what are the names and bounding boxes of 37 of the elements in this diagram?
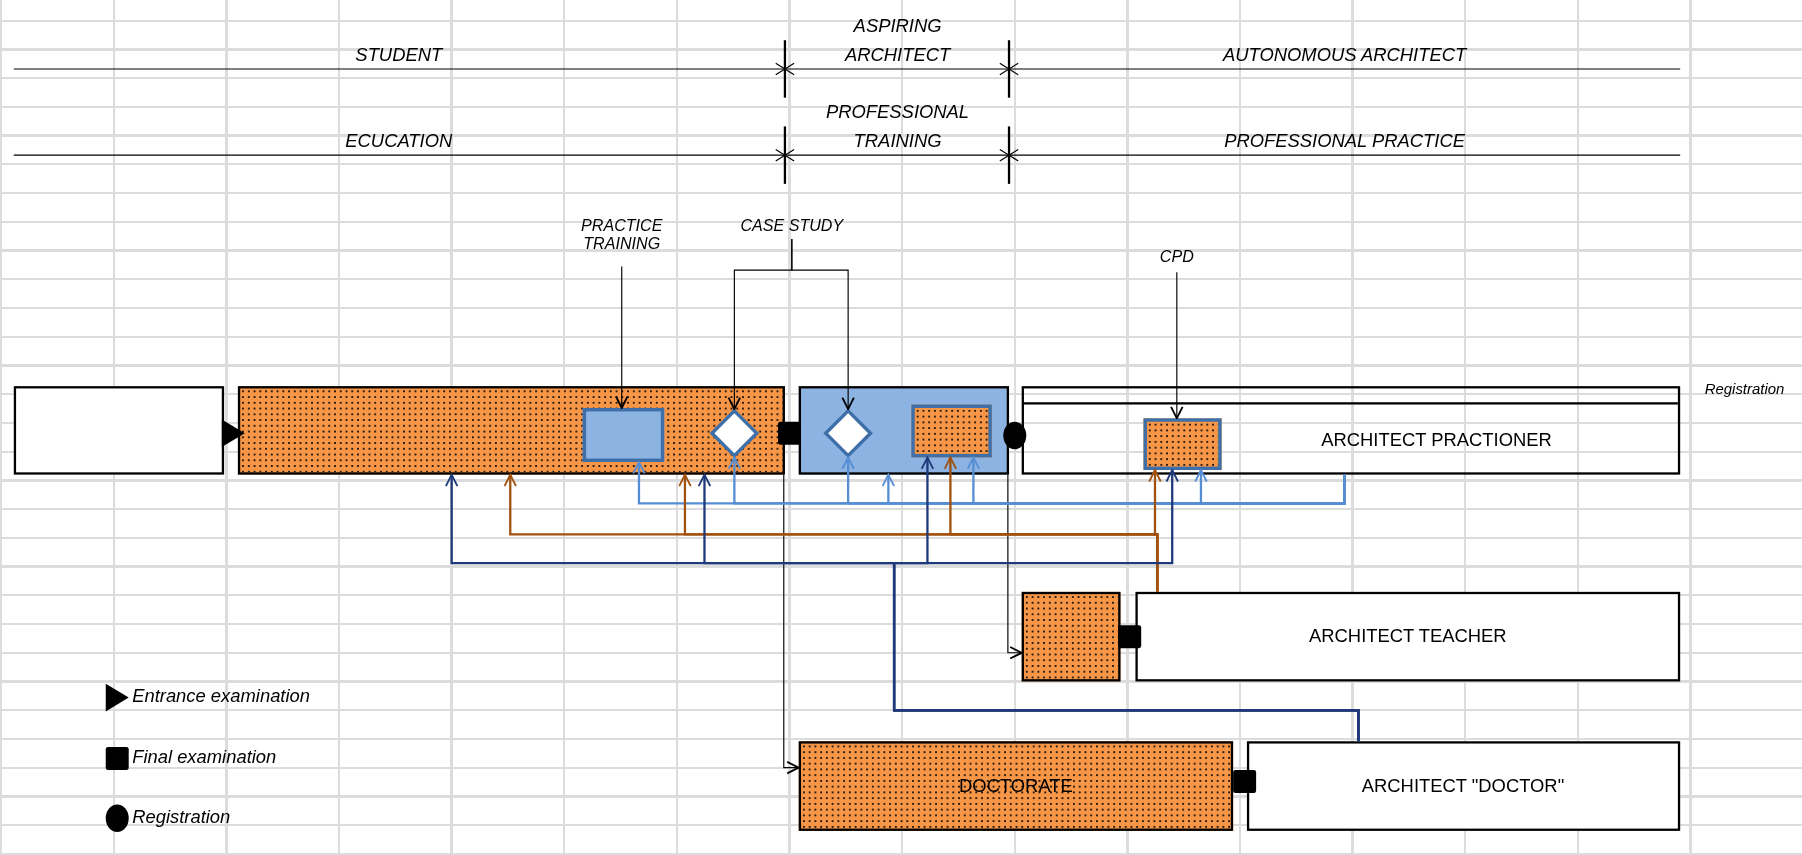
phase-label: PROFESSIONAL PRACTICE <box>1224 131 1465 152</box>
legend-text: Registration <box>132 806 231 828</box>
timeline-bar <box>13 386 225 475</box>
arrow <box>1194 469 1346 505</box>
callout-label: CPD <box>1153 247 1200 273</box>
training-bar <box>798 741 1234 831</box>
legend-text: Final examination <box>132 747 277 768</box>
arrow <box>1007 474 1023 660</box>
legend-text: Entrance examination <box>132 686 310 707</box>
module-box <box>911 404 992 458</box>
module-box <box>1143 418 1222 471</box>
training-bar <box>1021 591 1121 682</box>
registration-note: Registration <box>1704 379 1785 398</box>
bar-label: ARCHITECT "DOCTOR" <box>1361 775 1565 797</box>
leader-line <box>1170 271 1184 420</box>
bar-label: ARCHITECT TEACHER <box>1309 626 1507 647</box>
callout-label: PRACTICE TRAINING <box>570 216 674 267</box>
bar-label: DOCTORATE <box>959 775 1073 797</box>
training-bar <box>237 386 785 475</box>
decision-diamond <box>824 409 873 458</box>
leader-line <box>615 266 629 409</box>
decision-diamond <box>710 409 759 458</box>
timeline-bar <box>1246 741 1681 831</box>
bar-label: ARCHITECT PRACTIONER <box>1321 429 1552 451</box>
leader-line <box>791 238 855 411</box>
callout-label: CASE STUDY <box>735 216 849 240</box>
timeline-bar <box>1021 386 1681 475</box>
phase-label: STUDENT <box>355 44 443 66</box>
training-bar <box>798 386 1010 475</box>
phase-label: PROFESSIONAL TRAINING <box>825 101 971 153</box>
phase-label: ECUCATION <box>345 131 453 152</box>
module-box <box>582 408 665 462</box>
phase-label: AUTONOMOUS ARCHITECT <box>1223 44 1467 66</box>
phase-label: ASPIRING ARCHITECT <box>843 15 953 67</box>
timeline-bar <box>1135 591 1681 682</box>
arrow <box>1148 469 1162 592</box>
arrow <box>783 474 800 775</box>
